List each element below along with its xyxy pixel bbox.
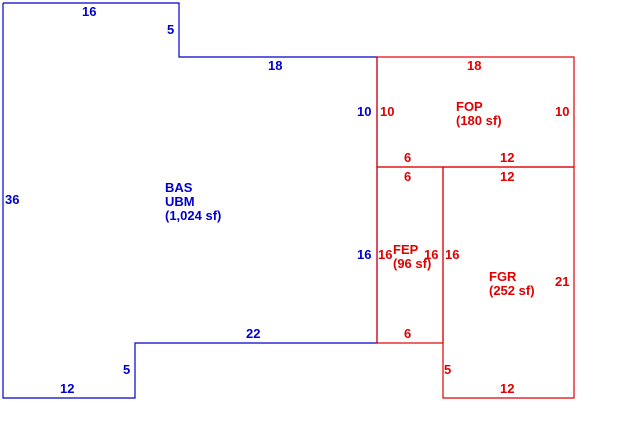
- dim-fep-right: 16: [424, 247, 439, 262]
- area-bas-size: (1,024 sf): [165, 208, 222, 223]
- dim-bas-right-lower: 16: [357, 247, 372, 262]
- dim-fop-top: 18: [467, 58, 482, 73]
- dim-bas-top: 16: [82, 4, 97, 19]
- area-fep-code: FEP: [393, 242, 419, 257]
- area-fop-size: (180 sf): [456, 113, 502, 128]
- dim-fop-bottom-left: 6: [404, 150, 412, 165]
- dim-bas-right-upper: 10: [357, 104, 372, 119]
- dim-bas-bottom-notch-vertical: 5: [123, 362, 131, 377]
- dim-bas-step: 18: [268, 58, 283, 73]
- dim-fep-bottom: 6: [404, 326, 412, 341]
- dim-bas-notch-vertical: 5: [167, 22, 175, 37]
- area-fgr-code: FGR: [489, 269, 517, 284]
- dim-bas-bottom-step: 22: [246, 326, 261, 341]
- dim-fop-left: 10: [380, 104, 395, 119]
- area-fep-size: (96 sf): [393, 256, 432, 271]
- dim-fgr-right: 21: [555, 274, 570, 289]
- area-fgr-size: (252 sf): [489, 283, 535, 298]
- dim-fgr-notch-vertical: 5: [444, 362, 452, 377]
- area-fop-code: FOP: [456, 99, 483, 114]
- dim-bas-bottom: 12: [60, 381, 75, 396]
- dim-fgr-bottom: 12: [500, 381, 515, 396]
- dim-fop-bottom-right: 12: [500, 150, 515, 165]
- dim-bas-left: 36: [5, 192, 20, 207]
- dim-fep-left: 16: [378, 247, 393, 262]
- dim-fop-right: 10: [555, 104, 570, 119]
- dim-fgr-top: 12: [500, 169, 515, 184]
- area-bas-subcode: UBM: [165, 194, 195, 209]
- area-bas-code: BAS: [165, 180, 193, 195]
- fgr-outline: [442, 166, 575, 399]
- dim-fep-top: 6: [404, 169, 412, 184]
- dim-fgr-left: 16: [445, 247, 460, 262]
